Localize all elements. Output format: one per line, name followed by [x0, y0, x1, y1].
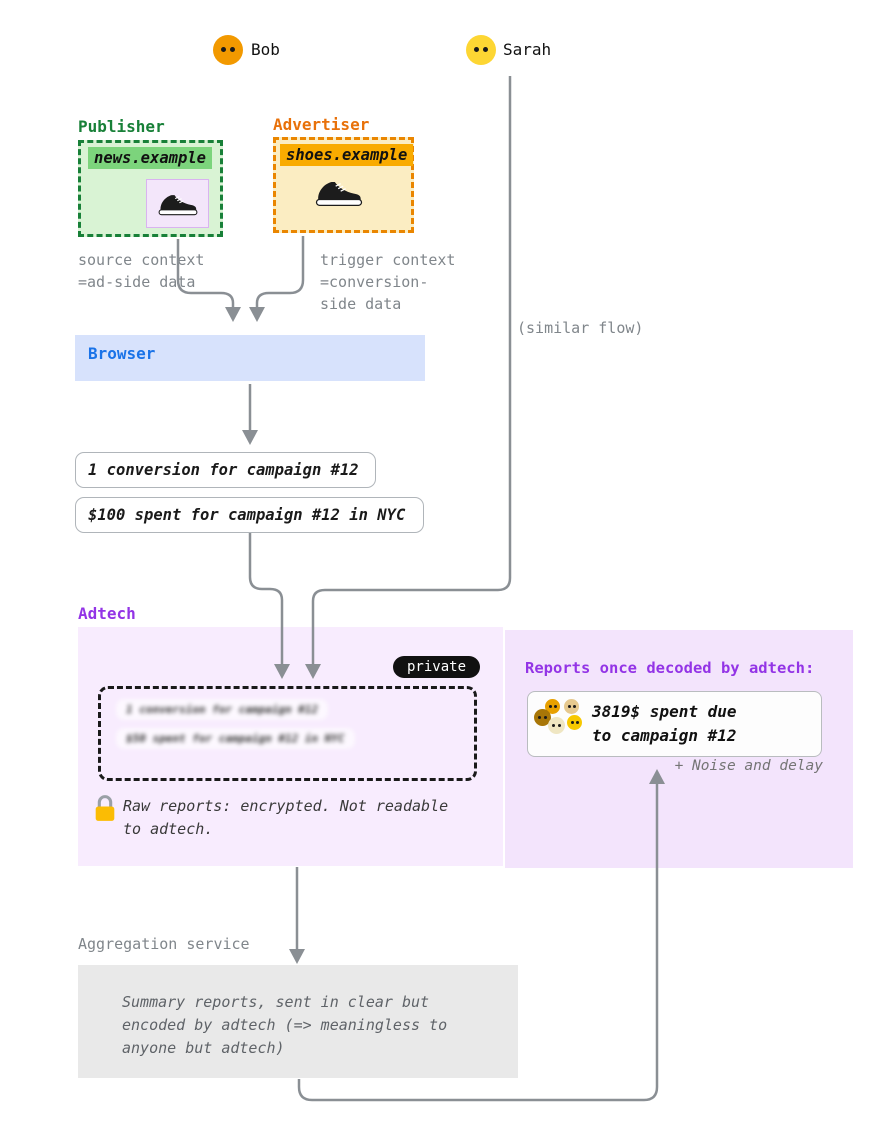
face-emoji — [548, 717, 565, 734]
sneaker-icon — [314, 176, 364, 208]
bob-label: Bob — [251, 40, 280, 59]
publisher-label: Publisher — [78, 117, 165, 136]
publisher-site-name: news.example — [88, 147, 212, 169]
advertiser-site-name: shoes.example — [280, 144, 414, 166]
similar-flow-note: (similar flow) — [517, 319, 644, 337]
encrypted-report-blurred: 1 conversion for campaign #12 — [116, 699, 329, 720]
source-context-note: source context =ad-side data — [78, 251, 205, 291]
noise-delay-note: + Noise and delay — [674, 758, 823, 774]
decoded-reports-title: Reports once decoded by adtech: — [525, 659, 815, 677]
adtech-label: Adtech — [78, 604, 136, 623]
conversion-report: 1 conversion for campaign #12 — [75, 452, 376, 488]
face-emoji — [545, 699, 560, 714]
encrypted-report-blurred: $50 spent for campaign #12 in NYC — [116, 728, 355, 749]
bob-avatar-icon — [213, 35, 243, 65]
browser-box: Browser — [75, 335, 425, 381]
publisher-ad-slot — [146, 179, 209, 228]
sarah-label: Sarah — [503, 40, 552, 59]
sneaker-icon — [157, 190, 199, 217]
browser-label: Browser — [88, 344, 156, 363]
face-emoji — [534, 709, 551, 726]
aggregation-box-text: Summary reports, sent in clear but encod… — [122, 993, 448, 1057]
users-emoji-cluster-icon — [534, 698, 590, 748]
encrypted-reports-box — [98, 686, 477, 781]
aggregation-service-label: Aggregation service — [78, 935, 250, 953]
private-badge: private — [393, 656, 481, 678]
spend-report: $100 spent for campaign #12 in NYC — [75, 497, 424, 533]
encryption-note: Raw reports: encrypted. Not readable to … — [123, 797, 449, 838]
lock-icon — [95, 795, 115, 821]
decoded-report-text: 3819$ spent due to campaign #12 — [592, 702, 737, 745]
trigger-context-note: trigger context =conversion- side data — [320, 251, 456, 313]
decoded-report-box: 3819$ spent due to campaign #12 — [527, 691, 822, 757]
face-emoji — [564, 699, 579, 714]
sarah-avatar-icon — [466, 35, 496, 65]
face-emoji — [567, 715, 582, 730]
advertiser-label: Advertiser — [273, 115, 370, 134]
